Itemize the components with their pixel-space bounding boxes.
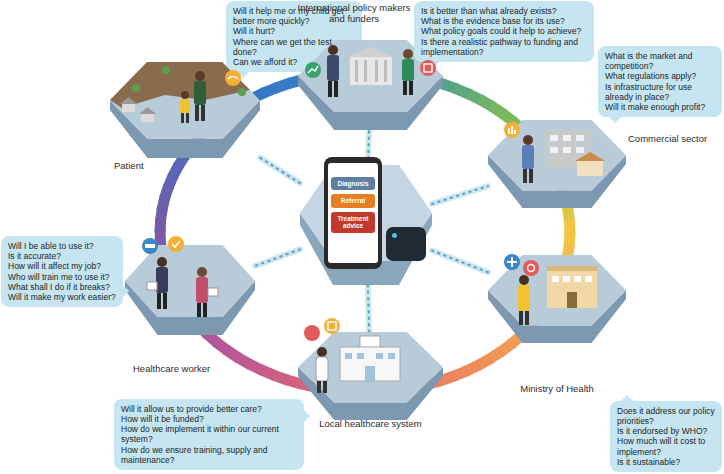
app-button: Treatment advice xyxy=(331,212,375,233)
spoke-band xyxy=(255,249,300,266)
spoke-connector xyxy=(368,285,369,332)
phone-screen: DiagnosisReferralTreatment advice xyxy=(328,163,378,263)
platform-hexagon xyxy=(125,245,255,335)
question-text: Is it endorsed by WHO? xyxy=(617,426,715,436)
question-text: What is the evidence base for its use? xyxy=(421,16,587,26)
local-healthcare-scene xyxy=(304,318,400,393)
app-button: Diagnosis xyxy=(331,177,375,190)
question-text: Is there a realistic pathway to funding … xyxy=(421,37,587,57)
question-text: Is it sustainable? xyxy=(617,457,715,467)
stakeholder-label: Local healthcare system xyxy=(298,418,443,429)
question-text: Will it make my work easier? xyxy=(8,292,116,302)
question-text: Will I be able to use it? xyxy=(8,241,116,251)
question-text: How will it affect my job? xyxy=(8,261,116,271)
spoke-dots xyxy=(432,186,488,204)
question-text: How will it be funded? xyxy=(121,414,297,424)
question-text: Where can we get the test done? xyxy=(233,37,355,57)
question-text: Who will train me to use it? xyxy=(8,272,116,282)
spoke-band xyxy=(432,186,488,204)
question-text: How do we ensure training, supply and ma… xyxy=(121,445,297,465)
spoke-dots xyxy=(255,249,300,266)
spoke-connector xyxy=(432,186,488,204)
spoke-band xyxy=(260,158,300,183)
spoke-connector xyxy=(255,249,300,266)
question-text: How do we implement it within our curren… xyxy=(121,424,297,444)
stakeholder-label: International policy makers and funders xyxy=(295,2,413,25)
device-hub: DiagnosisReferralTreatment advice xyxy=(300,165,432,285)
stakeholder-label: Patient xyxy=(114,160,184,171)
speech-bubble: What is the market and competition?What … xyxy=(598,46,722,117)
international-scene xyxy=(305,45,436,97)
diagnostic-device xyxy=(386,227,426,261)
stakeholder-platform: Healthcare worker xyxy=(125,245,255,335)
patient-scene xyxy=(110,62,250,123)
question-text: How much will it cost to implement? xyxy=(617,436,715,456)
stakeholder-label: Healthcare worker xyxy=(133,363,243,374)
commercial-scene xyxy=(504,122,605,183)
speech-bubble: Will it allow us to provide better care?… xyxy=(114,399,304,470)
stakeholder-label: Commercial sector xyxy=(628,133,716,144)
question-text: Is infrastructure for use already in pla… xyxy=(605,82,715,102)
spoke-connector xyxy=(260,158,300,183)
ring-segment xyxy=(564,221,575,234)
question-text: What policy goals could it help to achie… xyxy=(421,26,587,36)
platform-top xyxy=(488,255,626,325)
question-text: Is it accurate? xyxy=(8,251,116,261)
question-text: Does it address our policy priorities? xyxy=(617,406,715,426)
platform-top xyxy=(298,332,443,402)
platform-top xyxy=(488,120,626,190)
question-text: What regulations apply? xyxy=(605,71,715,81)
spoke-band xyxy=(432,251,488,273)
question-text: What is the market and competition? xyxy=(605,51,715,71)
spoke-dots xyxy=(432,251,488,273)
platform-top xyxy=(110,62,260,139)
platform-top xyxy=(125,245,255,317)
app-button: Referral xyxy=(331,194,375,207)
spoke-dots xyxy=(260,158,300,183)
speech-bubble: Will I be able to use it?Is it accurate?… xyxy=(1,236,123,307)
spoke-connector xyxy=(432,251,488,273)
spoke-dots xyxy=(368,285,369,332)
healthcare-worker-scene xyxy=(142,236,218,317)
ministry-scene xyxy=(504,254,597,325)
question-text: Will it hurt? xyxy=(233,26,355,36)
question-text: Will it allow us to provide better care? xyxy=(121,404,297,414)
phone-body: DiagnosisReferralTreatment advice xyxy=(324,157,382,269)
bubble-tail xyxy=(296,409,310,423)
spoke-band xyxy=(368,285,369,332)
question-text: Can we afford it? xyxy=(233,57,355,67)
question-text: What shall I do if it breaks? xyxy=(8,282,116,292)
question-text: Is it better than what already exists? xyxy=(421,6,587,16)
speech-bubble: Is it better than what already exists?Wh… xyxy=(414,1,594,62)
question-text: Will it make enough profit? xyxy=(605,102,715,112)
device-light xyxy=(392,233,397,238)
stakeholder-label: Ministry of Health xyxy=(508,383,606,394)
speech-bubble: Does it address our policy priorities?Is… xyxy=(610,401,722,472)
